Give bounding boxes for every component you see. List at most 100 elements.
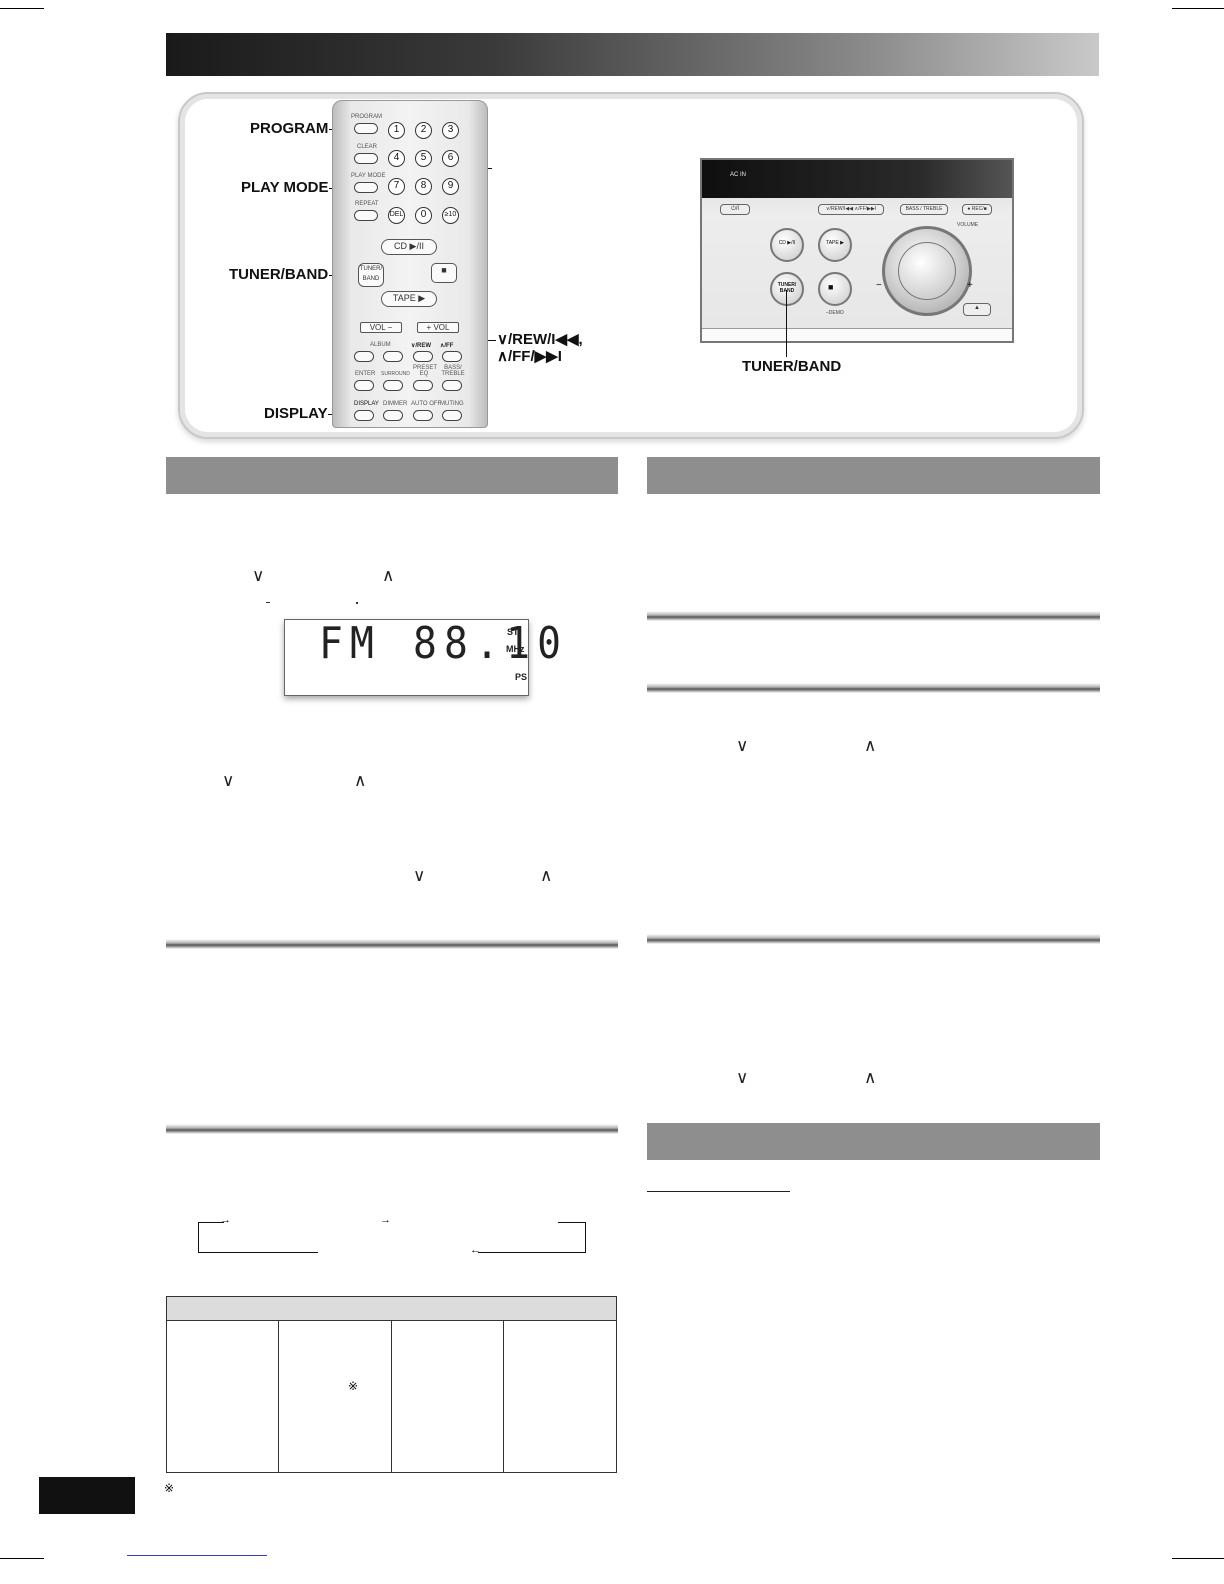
footer-link-underline[interactable] [127,1555,267,1556]
remote-repeat-button[interactable] [354,210,378,221]
cycle-diagram [198,1222,199,1252]
callout-display: DISPLAY [264,405,328,422]
unit-power-button[interactable]: ⏻/I [720,204,750,215]
left-subsection-rule [166,1124,618,1134]
crop-mark [0,1558,44,1559]
unit-bottom-strip [702,328,1012,341]
page-title-bar [166,33,1099,76]
remote-album-up-button[interactable] [383,351,403,362]
up-arrow-glyph: ∧ [354,771,367,790]
remote-number-0[interactable]: 0 [415,207,432,224]
remote-display-button[interactable] [354,410,374,421]
unit-rec-button[interactable]: ● REC/■ [962,204,992,215]
text-fragment [266,602,270,603]
down-arrow-glyph: ∨ [252,566,265,585]
remote-muting-button[interactable] [442,410,462,421]
remote-clear-button[interactable] [354,153,378,164]
unit-tape-label: TAPE ▶ [826,240,844,246]
remote-preset-eq-button[interactable] [413,380,433,391]
remote-vol-plus-button[interactable]: + VOL [417,322,459,333]
unit-skip-buttons[interactable]: ∨/REW/I◀◀ ∧/FF/▶▶I [818,204,884,215]
remote-number-9[interactable]: 9 [442,178,459,195]
unit-display-window: AC IN [702,160,1012,198]
remote-rew-button[interactable] [413,351,433,362]
unit-stop-button[interactable] [818,272,852,306]
unit-bass-treble-button[interactable]: BASS / TREBLE [900,204,948,215]
remote-label-clear: CLEAR [357,144,378,150]
up-arrow-glyph: ∧ [864,736,877,755]
unit-volume-knob-center [898,242,956,300]
remote-label-display: DISPLAY [354,401,379,407]
remote-label-play-mode: PLAY MODE [351,173,386,179]
remote-label-surround: SURROUND [381,371,410,377]
remote-album-down-button[interactable] [354,351,374,362]
lcd-ps-indicator: PS [515,672,528,682]
callout-play-mode: PLAY MODE [241,179,329,196]
remote-label-repeat: REPEAT [355,201,379,207]
remote-label-program: PROGRAM [351,114,383,120]
lcd-frequency: 88.10 [413,618,569,669]
callout-tuner-band: TUNER/BAND [229,266,329,283]
unit-eject-button[interactable]: ▲ [963,303,991,316]
lcd-display: FM 88.10 ST MHz PS [284,618,561,696]
remote-number-10plus[interactable]: ≥10 [442,207,459,224]
unit-volume-minus-label: − [876,280,882,291]
right-subsection-rule [647,683,1100,693]
right-section-header [647,457,1100,494]
remote-label-dimmer: DIMMER [383,401,408,407]
left-subsection-rule [166,939,618,949]
cycle-diagram-line [558,1222,585,1223]
unit-tape-button[interactable] [818,228,852,262]
remote-number-7[interactable]: 7 [388,178,405,195]
remote-label-muting: MUTING [440,401,464,407]
remote-label-rew: ∨/REW [411,343,432,349]
remote-number-1[interactable]: 1 [388,122,405,139]
right-section-header-2 [647,1123,1100,1160]
remote-number-2[interactable]: 2 [415,122,432,139]
remote-label-ff: ∧/FF [440,343,454,349]
remote-number-5[interactable]: 5 [415,150,432,167]
unit-cd-button[interactable] [770,228,804,262]
up-arrow-glyph: ∧ [864,1068,877,1087]
remote-number-3[interactable]: 3 [442,122,459,139]
remote-cd-button[interactable]: CD ▶/II [381,239,437,255]
remote-enter-button[interactable] [354,380,374,391]
remote-surround-button[interactable] [383,380,403,391]
unit-demo-label: –DEMO [826,310,844,316]
callout-program: PROGRAM [250,120,329,137]
callout-rew: ∨/REW/I◀◀, [497,331,583,348]
remote-number-8[interactable]: 8 [415,178,432,195]
remote-ff-button[interactable] [442,351,462,362]
remote-tuner-band-button[interactable]: TUNER/ BAND [358,263,384,287]
cycle-diagram-line [585,1222,586,1252]
remote-tape-button[interactable]: TAPE ▶ [381,291,437,307]
remote-control: PROGRAM CLEAR PLAY MODE REPEAT 1 2 3 4 5… [332,100,488,428]
remote-stop-button[interactable]: ■ [431,263,457,283]
remote-vol-minus-button[interactable]: VOL − [360,322,402,333]
lcd-stereo-indicator: ST [507,627,519,637]
up-arrow-glyph: ∧ [540,866,553,885]
down-arrow-glyph: ∨ [736,1068,749,1087]
callout-unit-tuner-band: TUNER/BAND [742,358,842,375]
remote-auto-off-button[interactable] [413,410,433,421]
unit-tuner-band-button[interactable] [770,272,804,306]
text-fragment [356,602,358,604]
up-arrow-glyph: ∧ [382,566,395,585]
unit-callout-line [786,290,787,357]
down-arrow-glyph: ∨ [222,771,235,790]
remote-number-4[interactable]: 4 [388,150,405,167]
lcd-mhz-unit: MHz [506,644,525,654]
remote-del-button[interactable]: DEL [388,207,405,224]
crop-mark [0,8,44,9]
remote-label-auto-off: AUTO OFF [411,401,442,407]
remote-label-bass-treble: BASS/ TREBLE [441,365,465,377]
remote-bass-treble-button[interactable] [442,380,462,391]
right-subsection-rule [647,934,1100,944]
remote-play-mode-button[interactable] [354,182,378,193]
info-table-column-divider [391,1321,392,1472]
remote-dimmer-button[interactable] [383,410,403,421]
cycle-diagram-line [198,1252,318,1253]
remote-number-6[interactable]: 6 [442,150,459,167]
unit-stop-label: ■ [828,282,834,292]
remote-program-button[interactable] [354,123,378,134]
